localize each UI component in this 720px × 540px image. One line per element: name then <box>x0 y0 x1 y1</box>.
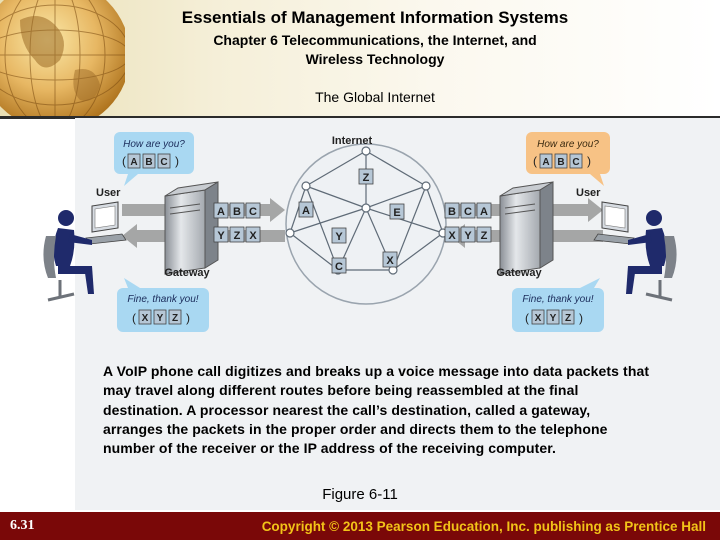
packet: C <box>572 157 579 168</box>
right-incoming-packets: B C A <box>444 202 492 219</box>
copyright-notice: Copyright © 2013 Pearson Education, Inc.… <box>261 519 706 534</box>
svg-text:): ) <box>579 311 583 325</box>
chapter-title: Chapter 6 Telecommunications, the Intern… <box>0 31 720 69</box>
svg-text:): ) <box>186 311 190 325</box>
svg-text:How are you?: How are you? <box>537 139 599 150</box>
svg-text:(: ( <box>533 154 537 168</box>
header-divider <box>0 116 720 119</box>
packet: C <box>249 206 257 218</box>
packet: X <box>448 230 456 242</box>
svg-text:X: X <box>386 255 394 267</box>
packet: C <box>464 206 472 218</box>
network-packets: Z A E Y C X <box>298 168 405 274</box>
right-outgoing-packets: X Y Z <box>444 226 492 243</box>
svg-text:Z: Z <box>363 172 370 184</box>
packet: B <box>448 206 456 218</box>
packet: X <box>249 230 257 242</box>
right-gateway-server-icon <box>499 181 554 275</box>
packet: Z <box>172 313 178 324</box>
svg-text:E: E <box>393 207 400 219</box>
left-user-at-computer-icon <box>43 201 127 302</box>
packet: Y <box>550 313 557 324</box>
packet: Z <box>234 230 241 242</box>
svg-text:A: A <box>302 205 310 217</box>
left-question-bubble: How are you? ( A B C ) <box>114 132 194 186</box>
left-user-label: User <box>96 187 121 199</box>
network-packet: E <box>389 203 405 220</box>
packet: A <box>130 157 137 168</box>
voip-diagram: Internet Z A E Y C X <box>43 132 677 332</box>
right-answer-bubble: Fine, thank you! ( X Y Z ) <box>512 278 604 332</box>
internet-network: Internet <box>285 135 448 305</box>
figure-label: Figure 6-11 <box>322 486 398 503</box>
packet: C <box>160 157 167 168</box>
chapter-title-line-1: Chapter 6 Telecommunications, the Intern… <box>213 32 537 48</box>
internet-label: Internet <box>332 135 373 147</box>
svg-text:(: ( <box>525 311 529 325</box>
left-outgoing-packets: A B C <box>213 202 261 219</box>
left-incoming-packets: Y Z X <box>213 226 261 243</box>
svg-text:How are you?: How are you? <box>123 139 185 150</box>
left-gateway-label: Gateway <box>164 267 210 279</box>
left-answer-bubble: Fine, thank you! ( X Y Z ) <box>117 278 209 332</box>
globe-icon <box>0 0 125 118</box>
svg-text:): ) <box>175 154 179 168</box>
packet: Y <box>464 230 472 242</box>
right-gateway-label: Gateway <box>496 267 542 279</box>
slide-number: 6.31 <box>10 518 35 533</box>
svg-text:Fine, thank you!: Fine, thank you! <box>127 294 198 305</box>
packet: B <box>557 157 564 168</box>
packet: Z <box>565 313 571 324</box>
slide-title: The Global Internet <box>315 89 435 105</box>
svg-text:Fine, thank you!: Fine, thank you! <box>522 294 593 305</box>
packet: Z <box>481 230 488 242</box>
packet: B <box>233 206 241 218</box>
chapter-title-line-2: Wireless Technology <box>305 51 445 67</box>
packet: A <box>542 157 549 168</box>
right-question-bubble: How are you? ( A B C ) <box>526 132 610 186</box>
network-packet: A <box>298 201 314 218</box>
packet: Y <box>157 313 164 324</box>
svg-text:(: ( <box>122 154 126 168</box>
svg-text:(: ( <box>132 311 136 325</box>
network-packet: Z <box>358 168 374 185</box>
left-gateway-server-icon <box>164 181 219 275</box>
svg-text:Y: Y <box>335 231 343 243</box>
slide-footer: 6.31 Copyright © 2013 Pearson Education,… <box>0 512 720 540</box>
book-title: Essentials of Management Information Sys… <box>181 8 569 27</box>
slide-header: Essentials of Management Information Sys… <box>0 0 720 118</box>
right-user-label: User <box>576 187 601 199</box>
svg-text:C: C <box>335 261 343 273</box>
network-packet: X <box>382 251 398 268</box>
packet: X <box>535 313 542 324</box>
svg-text:): ) <box>587 154 591 168</box>
right-user-at-computer-icon <box>593 201 677 302</box>
packet: A <box>217 206 225 218</box>
packet: A <box>480 206 488 218</box>
network-packet: C <box>331 257 347 274</box>
network-packet: Y <box>331 227 347 244</box>
packet: Y <box>217 230 225 242</box>
packet: B <box>145 157 152 168</box>
packet: X <box>142 313 149 324</box>
figure-caption: A VoIP phone call digitizes and breaks u… <box>103 363 650 457</box>
